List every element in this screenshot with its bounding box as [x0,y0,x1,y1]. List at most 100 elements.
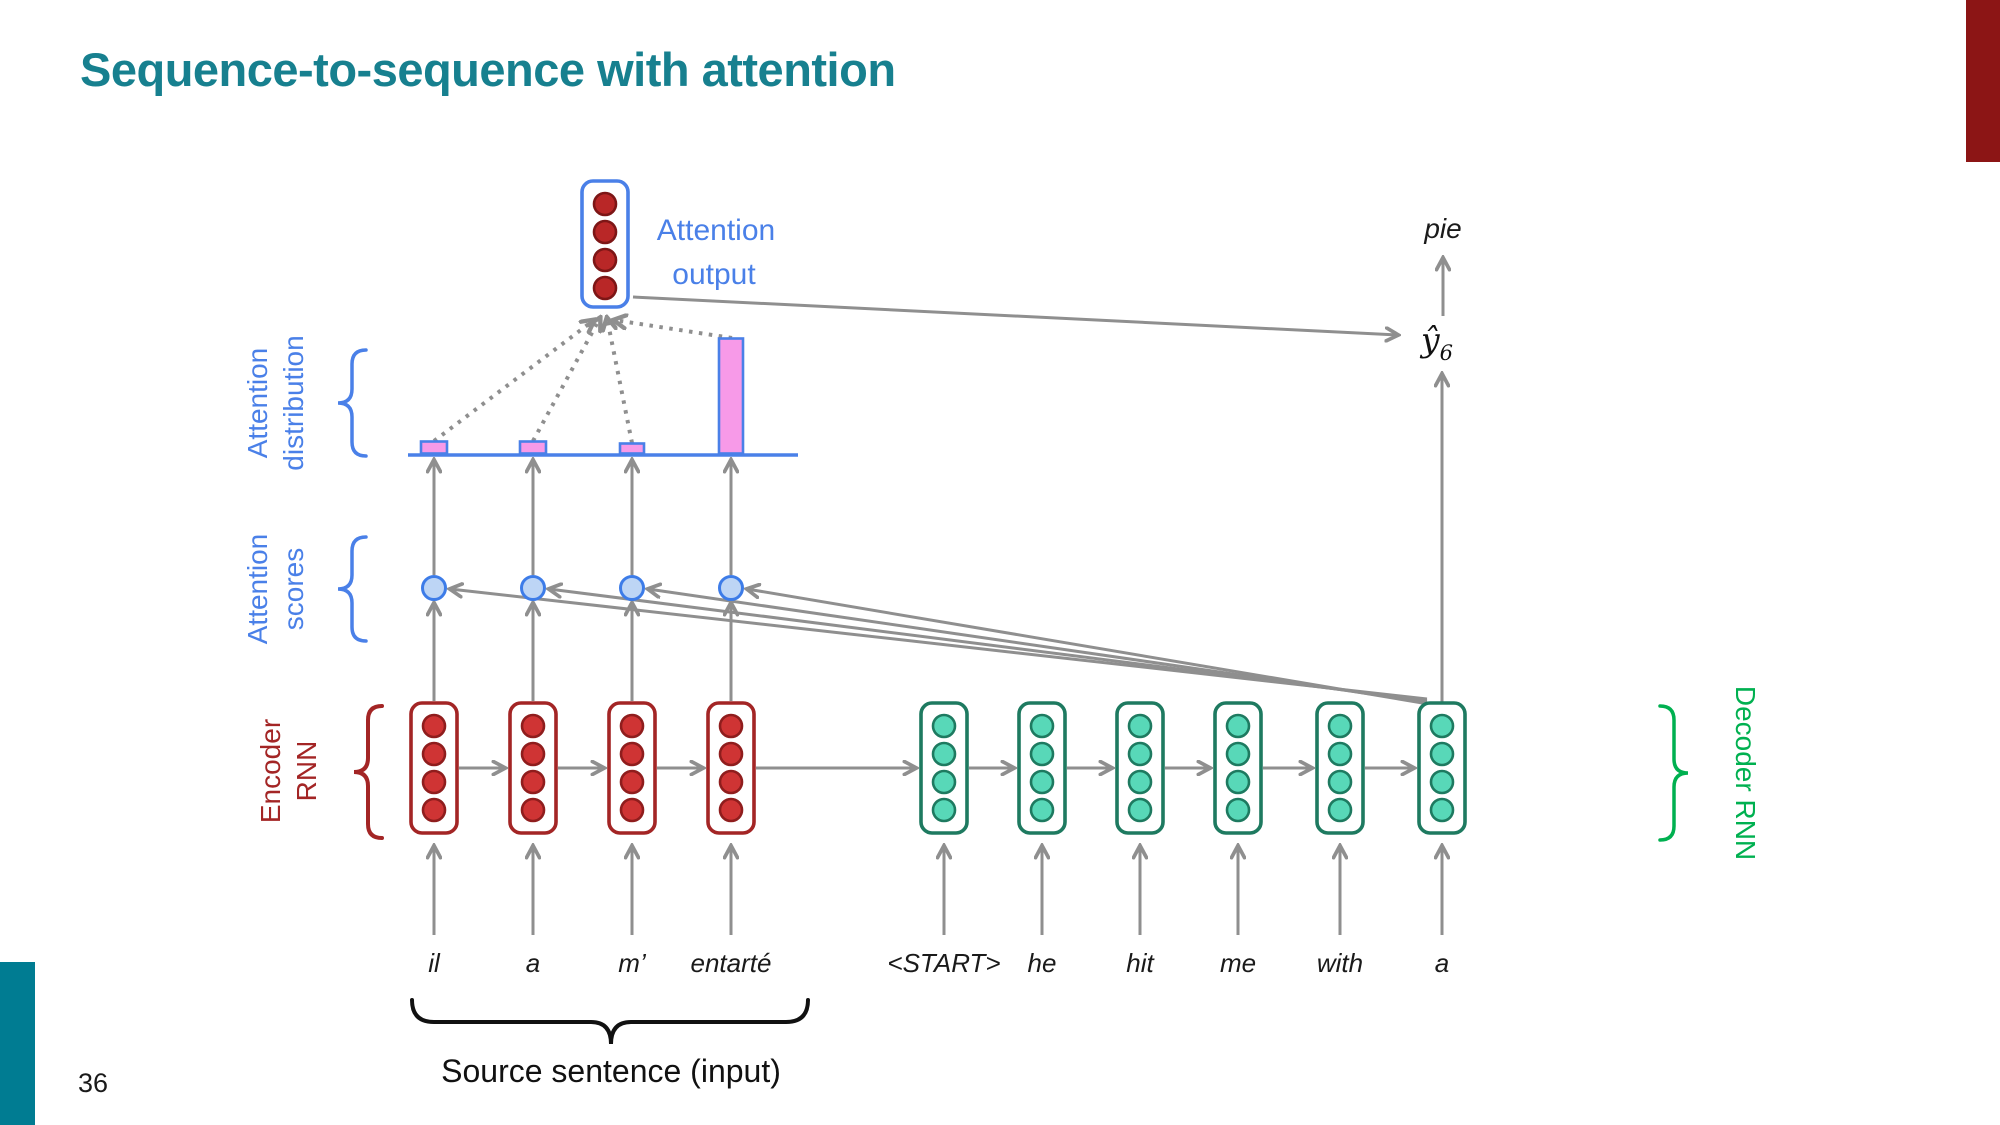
decoder-cell [1417,701,1467,835]
attention-distribution-label-line1: Attention [242,348,273,459]
attention-bar [618,442,646,455]
decoder-cell-border [919,701,969,835]
decoder-cell-unit [1429,713,1455,739]
encoder-cell-unit [619,741,645,767]
encoder-cell-unit [718,769,744,795]
encoder-rnn-label-line2: RNN [291,741,322,802]
encoder-cell-unit [520,769,546,795]
attention-score-circle [421,575,447,601]
encoder-rnn-label-line1: Encoder [255,719,286,823]
encoder-cell-unit [520,797,546,823]
decoder-to-score-arrow [747,589,1428,706]
attention-distribution-bars [408,337,798,457]
encoder-cell-unit [718,797,744,823]
decoder-word: a [1435,948,1449,978]
braces [337,348,1689,1045]
encoder-cell [706,701,756,835]
decoder-rnn-label: Decoder RNN [1730,686,1761,860]
attention-scores-label-line2: scores [278,548,309,630]
decoder-word: me [1220,948,1256,978]
decoder-cell-unit [1127,741,1153,767]
encoder-cell-unit [421,769,447,795]
attention-distribution-label-line2: distribution [278,335,309,470]
decoder-cell [1115,701,1165,835]
decoder-cell-unit [1029,797,1055,823]
decoder-cell [1213,701,1263,835]
decoder-to-scores-lines [450,589,1428,706]
attention-score-circles [421,575,744,601]
attention-output-cell-unit [592,275,618,301]
prediction-symbol: ŷ6 [1419,320,1453,365]
decoder-word: he [1028,948,1057,978]
decoder-cell-unit [931,713,957,739]
dotted-attention-line [432,320,594,443]
corner-bar-bottom-left [0,962,35,1125]
decoder-cell [919,701,969,835]
corner-bar-top-right [1966,0,2000,162]
dotted-attention-line [614,320,733,340]
encoder-cell-unit [520,713,546,739]
decoder-cell-unit [1029,769,1055,795]
distribution-to-output-dotted-lines [432,318,733,444]
decoder-cell-unit [1429,741,1455,767]
attention-output-label-line2: output [672,258,756,291]
encoder-rnn-brace [353,704,384,840]
source-sentence-label: Source sentence (input) [441,1053,781,1089]
attention-bar [419,440,449,455]
decoder-cell-unit [1327,797,1353,823]
decoder-cell-unit [1327,713,1353,739]
decoder-cell-unit [1429,769,1455,795]
attention-distribution-brace [337,348,368,458]
decoder-cell [1315,701,1365,835]
decoder-cell-unit [1127,797,1153,823]
decoder-word: hit [1126,948,1155,978]
encoder-cell-unit [619,797,645,823]
encoder-cell-unit [520,741,546,767]
decoder-cell-unit [1327,741,1353,767]
encoder-cell-unit [619,769,645,795]
encoder-cell-border [409,701,459,835]
decoder-cell-unit [1225,769,1251,795]
attention-output-label-line1: Attention [657,214,775,247]
attention-score-circle [718,575,744,601]
encoder-word: a [526,948,540,978]
source-sentence-brace [410,998,810,1045]
encoder-cell-unit [421,741,447,767]
arrows [434,258,1443,935]
decoder-cell-unit [1429,797,1455,823]
decoder-cell-unit [1225,741,1251,767]
decoder-cell-border [1417,701,1467,835]
encoder-cell-unit [718,713,744,739]
attention-output-to-prediction-arrow [632,295,1398,335]
encoder-cell-border [607,701,657,835]
decoder-cell-unit [931,797,957,823]
encoder-word: m’ [618,948,647,978]
decoder-cell-unit [931,741,957,767]
encoder-cell [607,701,657,835]
decoder-cell-border [1017,701,1067,835]
attention-score-circle [619,575,645,601]
decoder-cell-border [1213,701,1263,835]
decoder-cell-unit [1127,769,1153,795]
attention-output-cell-unit [592,247,618,273]
encoder-cell-unit [421,797,447,823]
decoder-cell-unit [1127,713,1153,739]
encoder-cell-unit [619,713,645,739]
decoder-cell-unit [1029,741,1055,767]
attention-bar [518,440,548,455]
decoder-cell [1017,701,1067,835]
attention-scores-label-line1: Attention [242,534,273,645]
decoder-rnn-brace [1658,704,1689,842]
decoder-cell-unit [1327,769,1353,795]
encoder-cell [508,701,558,835]
encoder-cell-border [706,701,756,835]
encoder-cell-unit [718,741,744,767]
decoder-cell-unit [931,769,957,795]
decoder-cell-border [1115,701,1165,835]
encoder-cell-border [508,701,558,835]
dotted-attention-line [531,318,600,442]
slide-title: Sequence-to-sequence with attention [80,43,896,96]
